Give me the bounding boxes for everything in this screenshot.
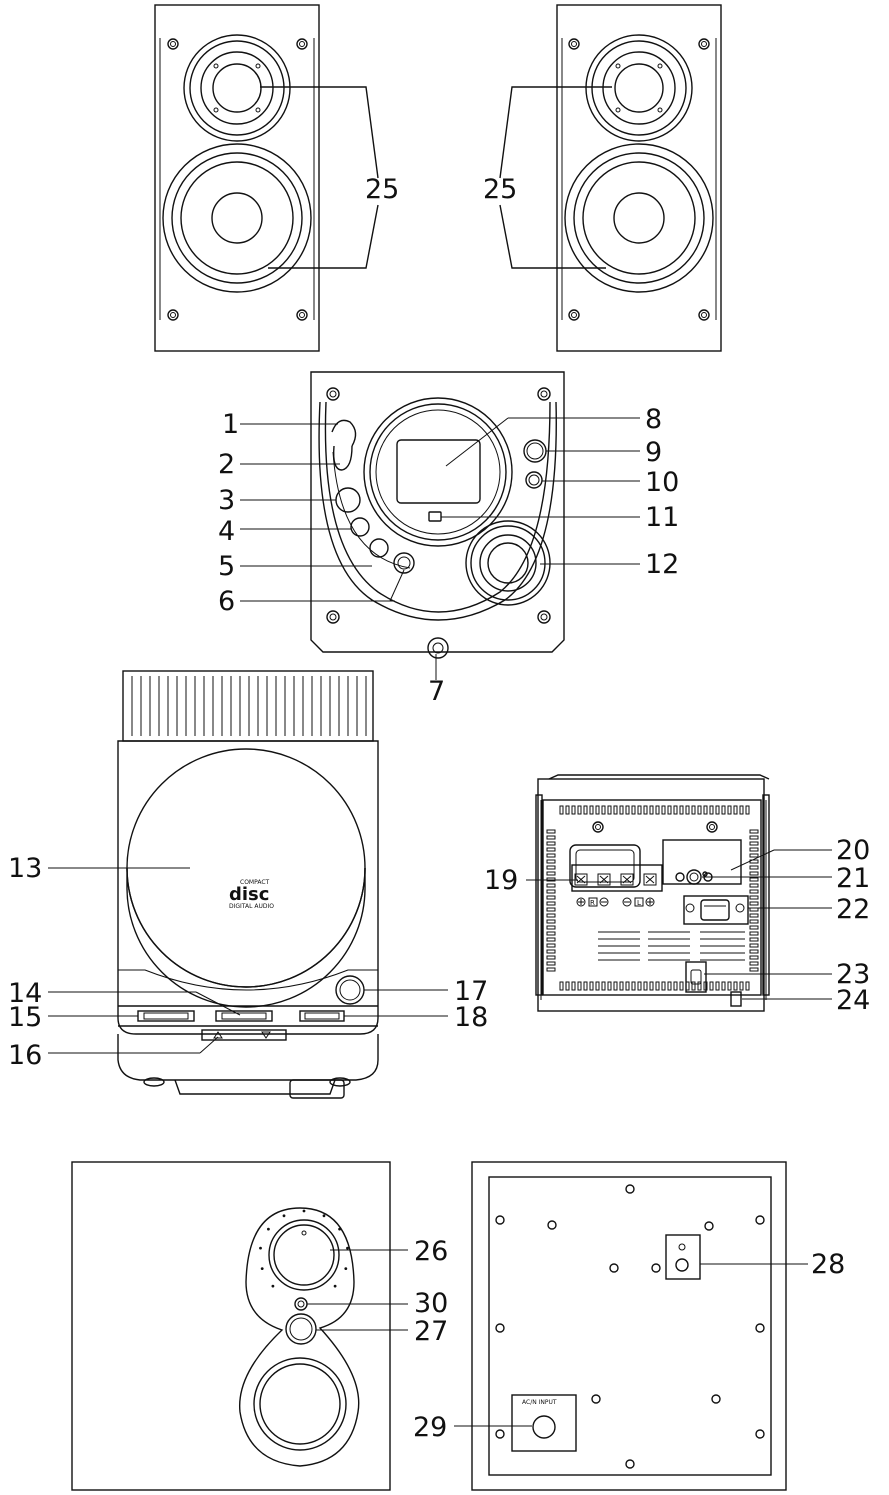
callout-5: 5 [218, 551, 235, 582]
callout-9: 9 [645, 437, 662, 468]
button-10[interactable] [525, 471, 543, 489]
rear-screw-holes [495, 1184, 765, 1469]
button-4[interactable] [350, 517, 370, 537]
callout-14: 14 [8, 978, 42, 1009]
svg-text:disc: disc [229, 884, 269, 905]
rear-label-plate [569, 844, 641, 888]
callout-12: 12 [645, 549, 679, 580]
callout-11: 11 [645, 502, 679, 533]
callout-4: 4 [218, 516, 235, 547]
callout-25-right: 25 [483, 174, 517, 205]
callout-19: 19 [484, 865, 518, 896]
tuning-button-16[interactable] [201, 1029, 287, 1041]
button-2[interactable] [332, 445, 353, 471]
power-indicator [294, 1297, 308, 1311]
button-15[interactable] [137, 1010, 195, 1022]
front-screw-icon [326, 387, 551, 624]
button-18[interactable] [299, 1010, 345, 1022]
ac-input-plate: AC/N INPUT [511, 1394, 577, 1452]
callout-16: 16 [8, 1040, 42, 1071]
svg-text:DIGITAL AUDIO: DIGITAL AUDIO [229, 903, 274, 910]
button-5[interactable] [369, 538, 389, 558]
speaker-terminals[interactable] [571, 864, 663, 892]
callout-10: 10 [645, 467, 679, 498]
main-unit-front: 1 2 3 4 5 6 7 8 9 10 11 12 [218, 371, 679, 707]
button-27[interactable] [285, 1313, 317, 1345]
display-window [396, 439, 481, 504]
callout-29: 29 [413, 1412, 447, 1443]
callout-8: 8 [645, 404, 662, 435]
phones-jack[interactable] [427, 637, 449, 659]
tweeter-icon [585, 34, 693, 142]
cd-unit-top: COMPACT disc DIGITAL AUDIO [8, 670, 488, 1099]
svg-text:R: R [590, 899, 595, 907]
callout-7: 7 [428, 676, 445, 707]
callout-27: 27 [414, 1316, 448, 1347]
callout-3: 3 [218, 485, 235, 516]
callout-28: 28 [811, 1249, 845, 1280]
vent-fins [131, 676, 367, 736]
woofer-icon [162, 143, 312, 293]
button-3[interactable] [335, 487, 361, 513]
ac-input-socket[interactable] [532, 1415, 556, 1439]
speaker-screw-icon [568, 38, 710, 321]
callout-17: 17 [454, 976, 488, 1007]
subwoofer-front: 26 30 27 [71, 1161, 448, 1491]
callout-25-left: 25 [365, 174, 399, 205]
callout-1: 1 [222, 409, 239, 440]
callout-21: 21 [836, 863, 870, 894]
callout-23: 23 [836, 959, 870, 990]
remote-sensor [428, 511, 442, 522]
jack-plate-28 [665, 1234, 701, 1280]
svg-text:COMPACT: COMPACT [240, 879, 270, 886]
svg-text:L: L [637, 899, 641, 907]
rear-label-plate [662, 839, 742, 885]
button-6[interactable] [393, 552, 415, 574]
button-1[interactable] [331, 419, 357, 447]
main-unit-rear: R L 19 20 21 [484, 774, 870, 1016]
ac-socket[interactable] [685, 961, 707, 993]
callout-22: 22 [836, 894, 870, 925]
callout-18: 18 [454, 1002, 488, 1033]
volume-knob[interactable] [465, 520, 551, 606]
callout-15: 15 [8, 1002, 42, 1033]
tweeter-icon [183, 34, 291, 142]
subwoofer-rear: AC/N INPUT 28 29 [413, 1161, 845, 1491]
callout-26: 26 [414, 1236, 448, 1267]
callout-24: 24 [836, 985, 870, 1016]
woofer-icon [564, 143, 714, 293]
power-cord-slot [730, 991, 742, 1007]
callout-20: 20 [836, 835, 870, 866]
left-speaker: 25 [154, 4, 399, 352]
speaker-screw-icon [167, 38, 308, 321]
level-scale-dots [259, 1209, 349, 1288]
antenna-jack[interactable] [686, 869, 702, 885]
level-knob[interactable] [268, 1219, 340, 1291]
svg-text:AC/N INPUT: AC/N INPUT [522, 1399, 557, 1406]
terminal-polarity-marks: R L [576, 897, 655, 907]
input-jack[interactable] [675, 1258, 689, 1272]
button-14[interactable] [215, 1010, 273, 1022]
right-speaker: 25 [483, 4, 722, 352]
callout-13: 13 [8, 853, 42, 884]
callout-2: 2 [218, 449, 235, 480]
voltage-selector[interactable] [683, 895, 749, 925]
callout-30: 30 [414, 1288, 448, 1319]
callout-6: 6 [218, 586, 235, 617]
rear-vents [546, 805, 759, 991]
compact-disc-logo: COMPACT disc DIGITAL AUDIO [229, 879, 274, 910]
